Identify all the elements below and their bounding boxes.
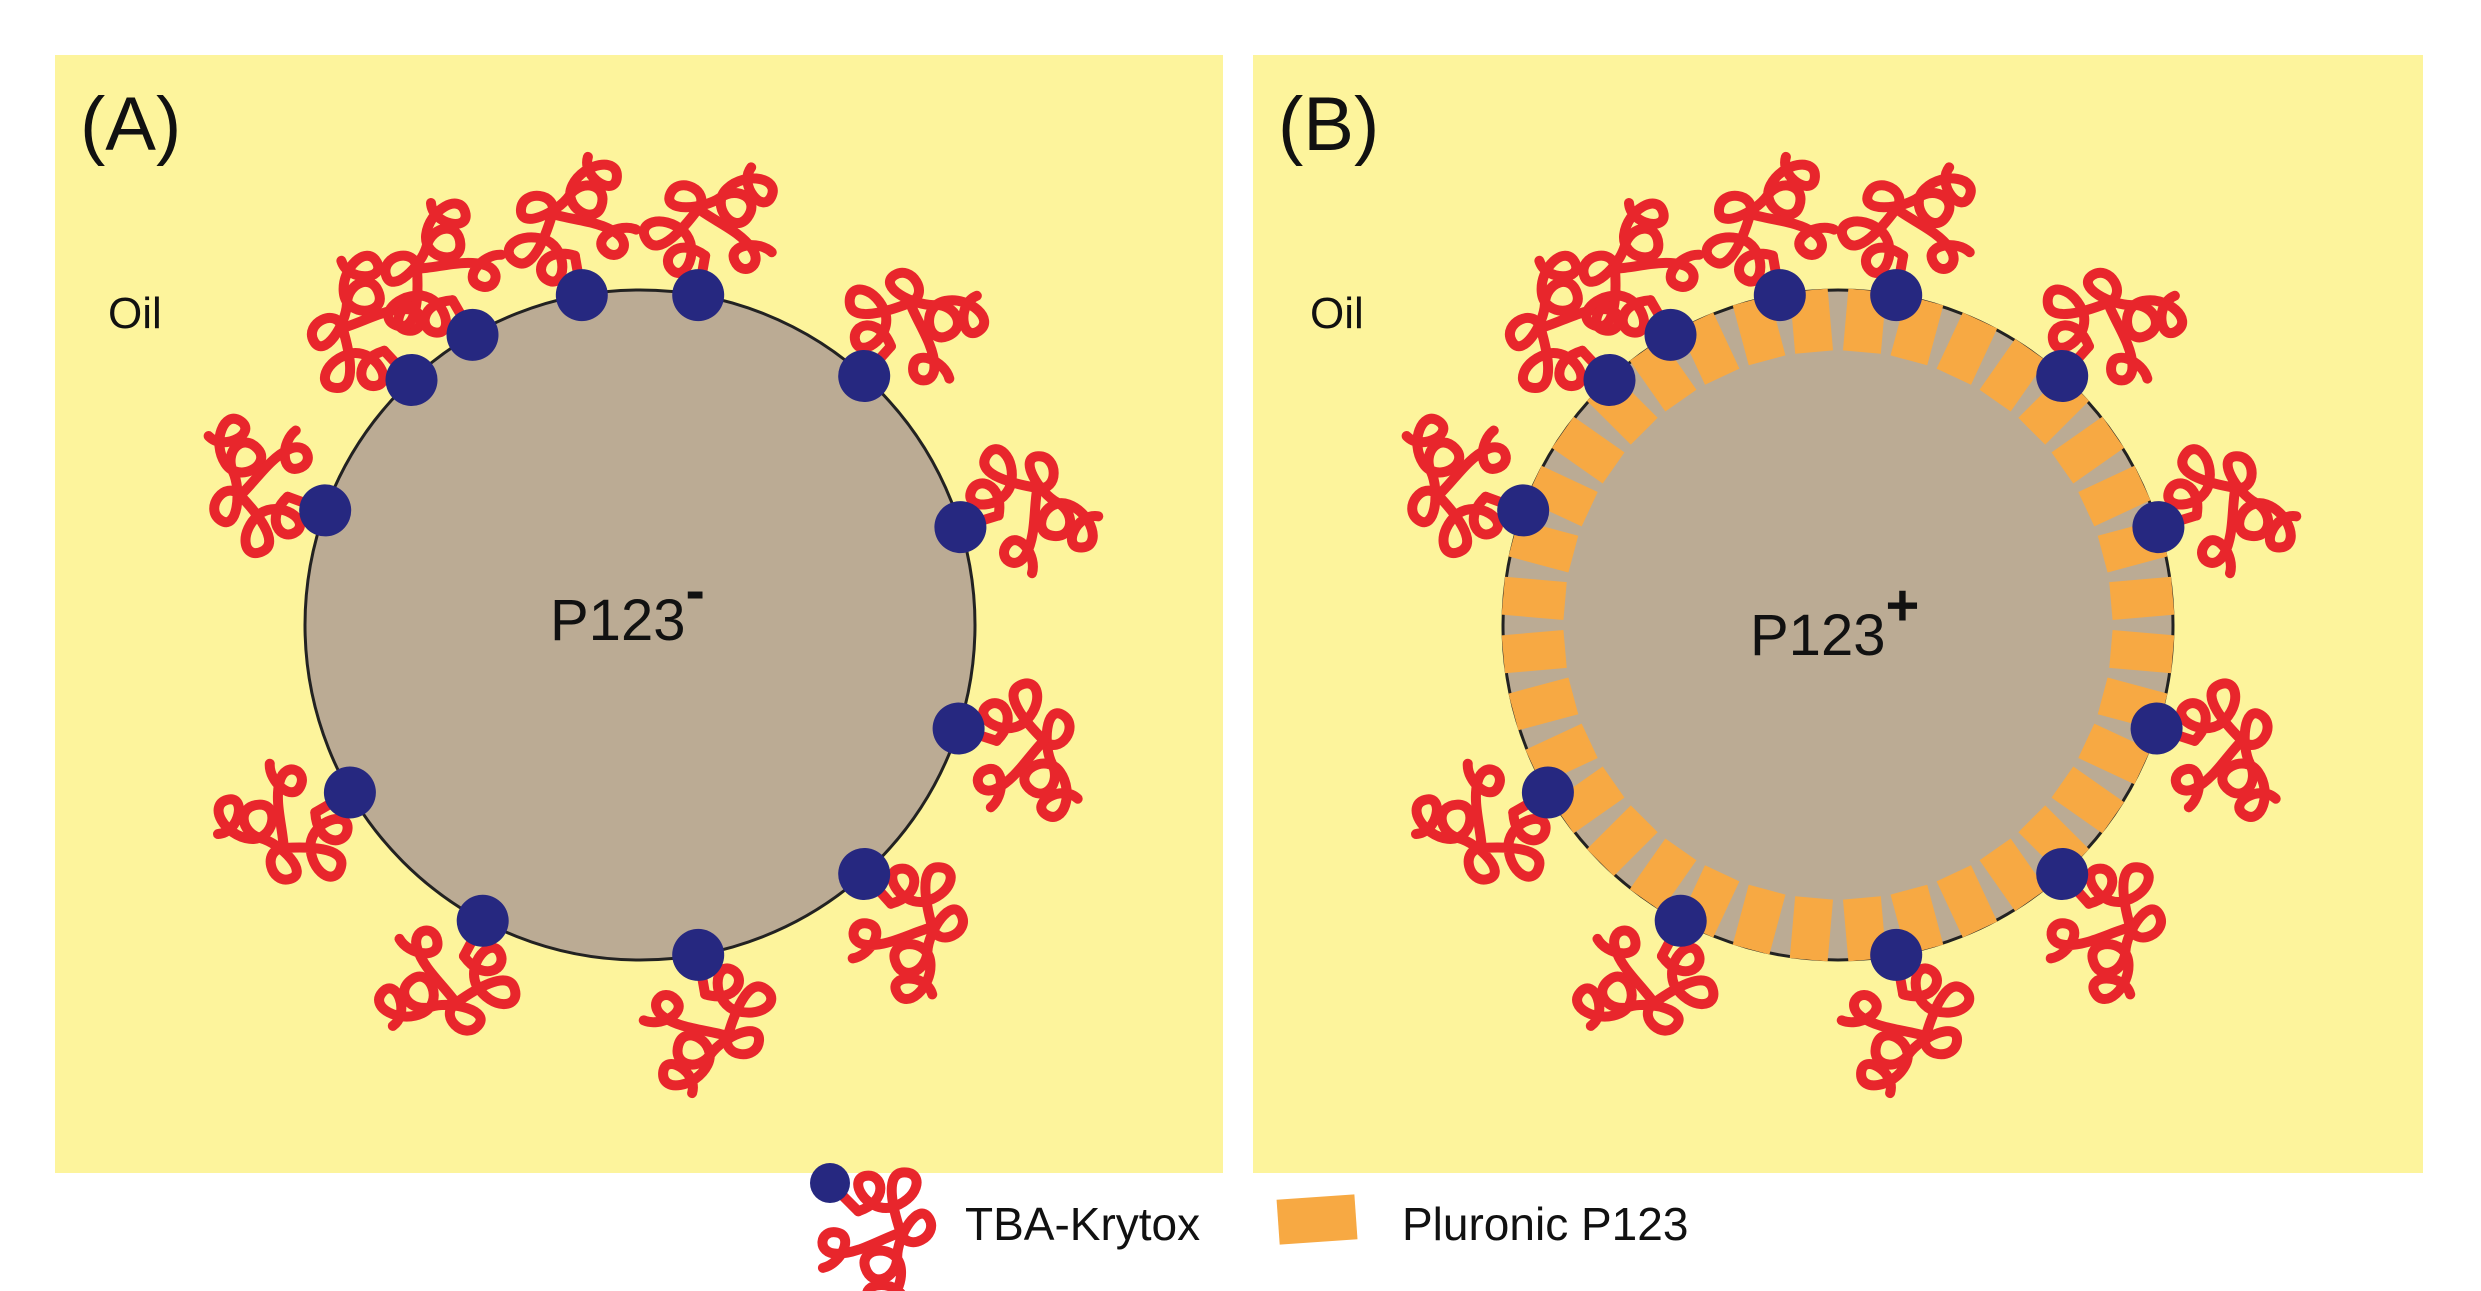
pluronic-block <box>2051 416 2125 484</box>
pluronic-block <box>1551 766 1625 834</box>
pluronic-block <box>2109 576 2175 621</box>
pluronic-block <box>1629 838 1697 912</box>
pluronic-block <box>2109 629 2175 674</box>
pluronic-block <box>1732 884 1786 955</box>
pluronic-block <box>1979 838 2047 912</box>
pluronic-block <box>1936 865 1998 938</box>
pluronic-block <box>1629 338 1697 412</box>
pluronic-block <box>1508 677 1579 731</box>
core-label-b: P123+ <box>1750 573 1919 668</box>
pluronic-block <box>1525 465 1598 527</box>
panel-b: (B) Oil P123+ <box>1253 55 2423 1173</box>
pluronic-block <box>1936 312 1998 385</box>
oil-label-a: Oil <box>108 289 162 338</box>
pluronic-block <box>1551 416 1625 484</box>
pluronic-block <box>1501 576 1567 621</box>
panel-label-a: (A) <box>80 82 181 167</box>
droplet-core-b <box>1501 288 2175 962</box>
legend-krytox-label: TBA-Krytox <box>965 1198 1200 1250</box>
pluronic-shell-b <box>1501 288 2175 962</box>
pluronic-block <box>2078 465 2151 527</box>
legend: TBA-Krytox Pluronic P123 <box>784 1137 1688 1291</box>
pluronic-block <box>1789 896 1834 962</box>
legend-krytox-head-icon <box>810 1163 850 1203</box>
pluronic-block <box>1979 338 2047 412</box>
oil-label-b: Oil <box>1310 289 1364 338</box>
core-label-a: P123- <box>550 558 705 653</box>
pluronic-block <box>1586 805 1658 877</box>
pluronic-block <box>1501 629 1567 674</box>
pluronic-block <box>2051 766 2125 834</box>
legend-pluronic-swatch <box>1276 1194 1358 1245</box>
panel-a: (A) Oil P123- <box>55 55 1223 1173</box>
droplet-core-a <box>303 288 977 962</box>
legend-pluronic-label: Pluronic P123 <box>1402 1198 1688 1250</box>
panel-label-b: (B) <box>1278 82 1379 167</box>
pluronic-block <box>2078 723 2151 785</box>
